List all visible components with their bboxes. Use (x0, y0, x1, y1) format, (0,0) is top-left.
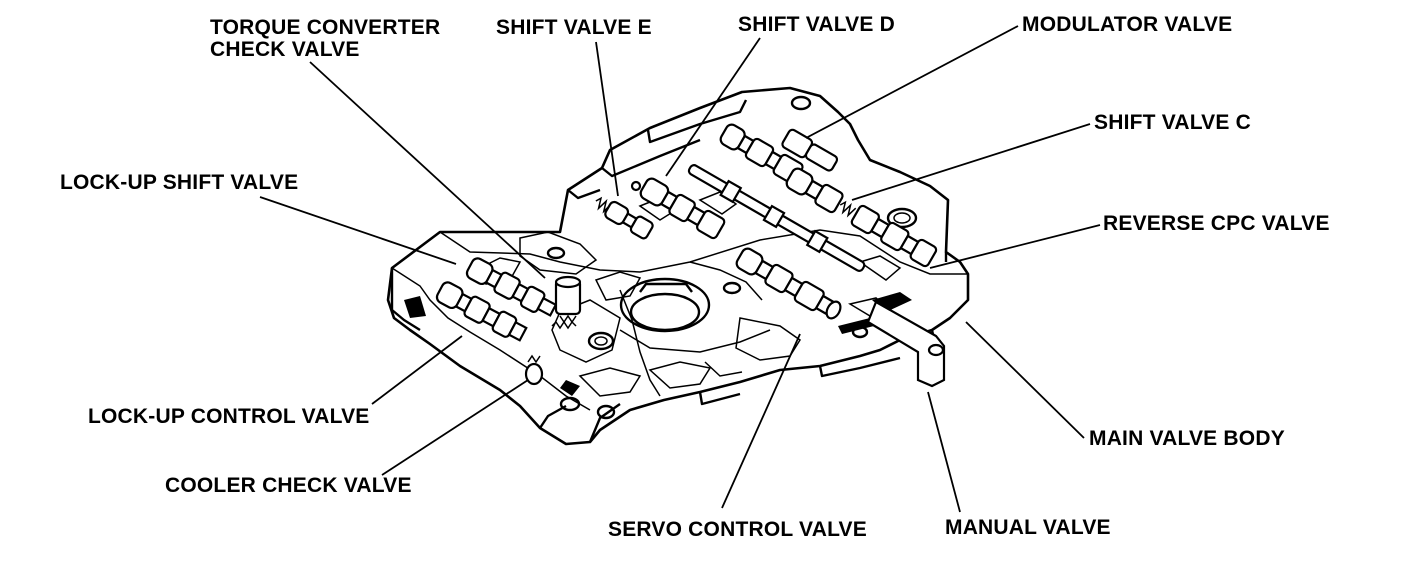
label-manual-valve: MANUAL VALVE (945, 516, 1111, 539)
label-reverse-cpc-valve: REVERSE CPC VALVE (1103, 212, 1330, 235)
label-modulator-valve: MODULATOR VALVE (1022, 13, 1233, 36)
leader-lines (259, 25, 1101, 513)
label-lock-up-control-valve: LOCK-UP CONTROL VALVE (88, 405, 370, 428)
label-torque-converter-line2: CHECK VALVE (210, 38, 360, 61)
label-cooler-check-valve: COOLER CHECK VALVE (165, 474, 412, 497)
label-servo-control-valve: SERVO CONTROL VALVE (608, 518, 867, 541)
label-shift-valve-e: SHIFT VALVE E (496, 16, 652, 39)
label-lock-up-shift-valve: LOCK-UP SHIFT VALVE (60, 171, 299, 194)
main-valve-body-drawing (386, 86, 970, 446)
label-shift-valve-c: SHIFT VALVE C (1094, 111, 1251, 134)
label-shift-valve-d: SHIFT VALVE D (738, 13, 895, 36)
label-main-valve-body: MAIN VALVE BODY (1089, 427, 1285, 450)
valve-spools (435, 123, 946, 388)
label-torque-converter-line1: TORQUE CONVERTER (210, 16, 441, 39)
label-torque-converter-check-valve: TORQUE CONVERTER CHECK VALVE (210, 17, 440, 61)
